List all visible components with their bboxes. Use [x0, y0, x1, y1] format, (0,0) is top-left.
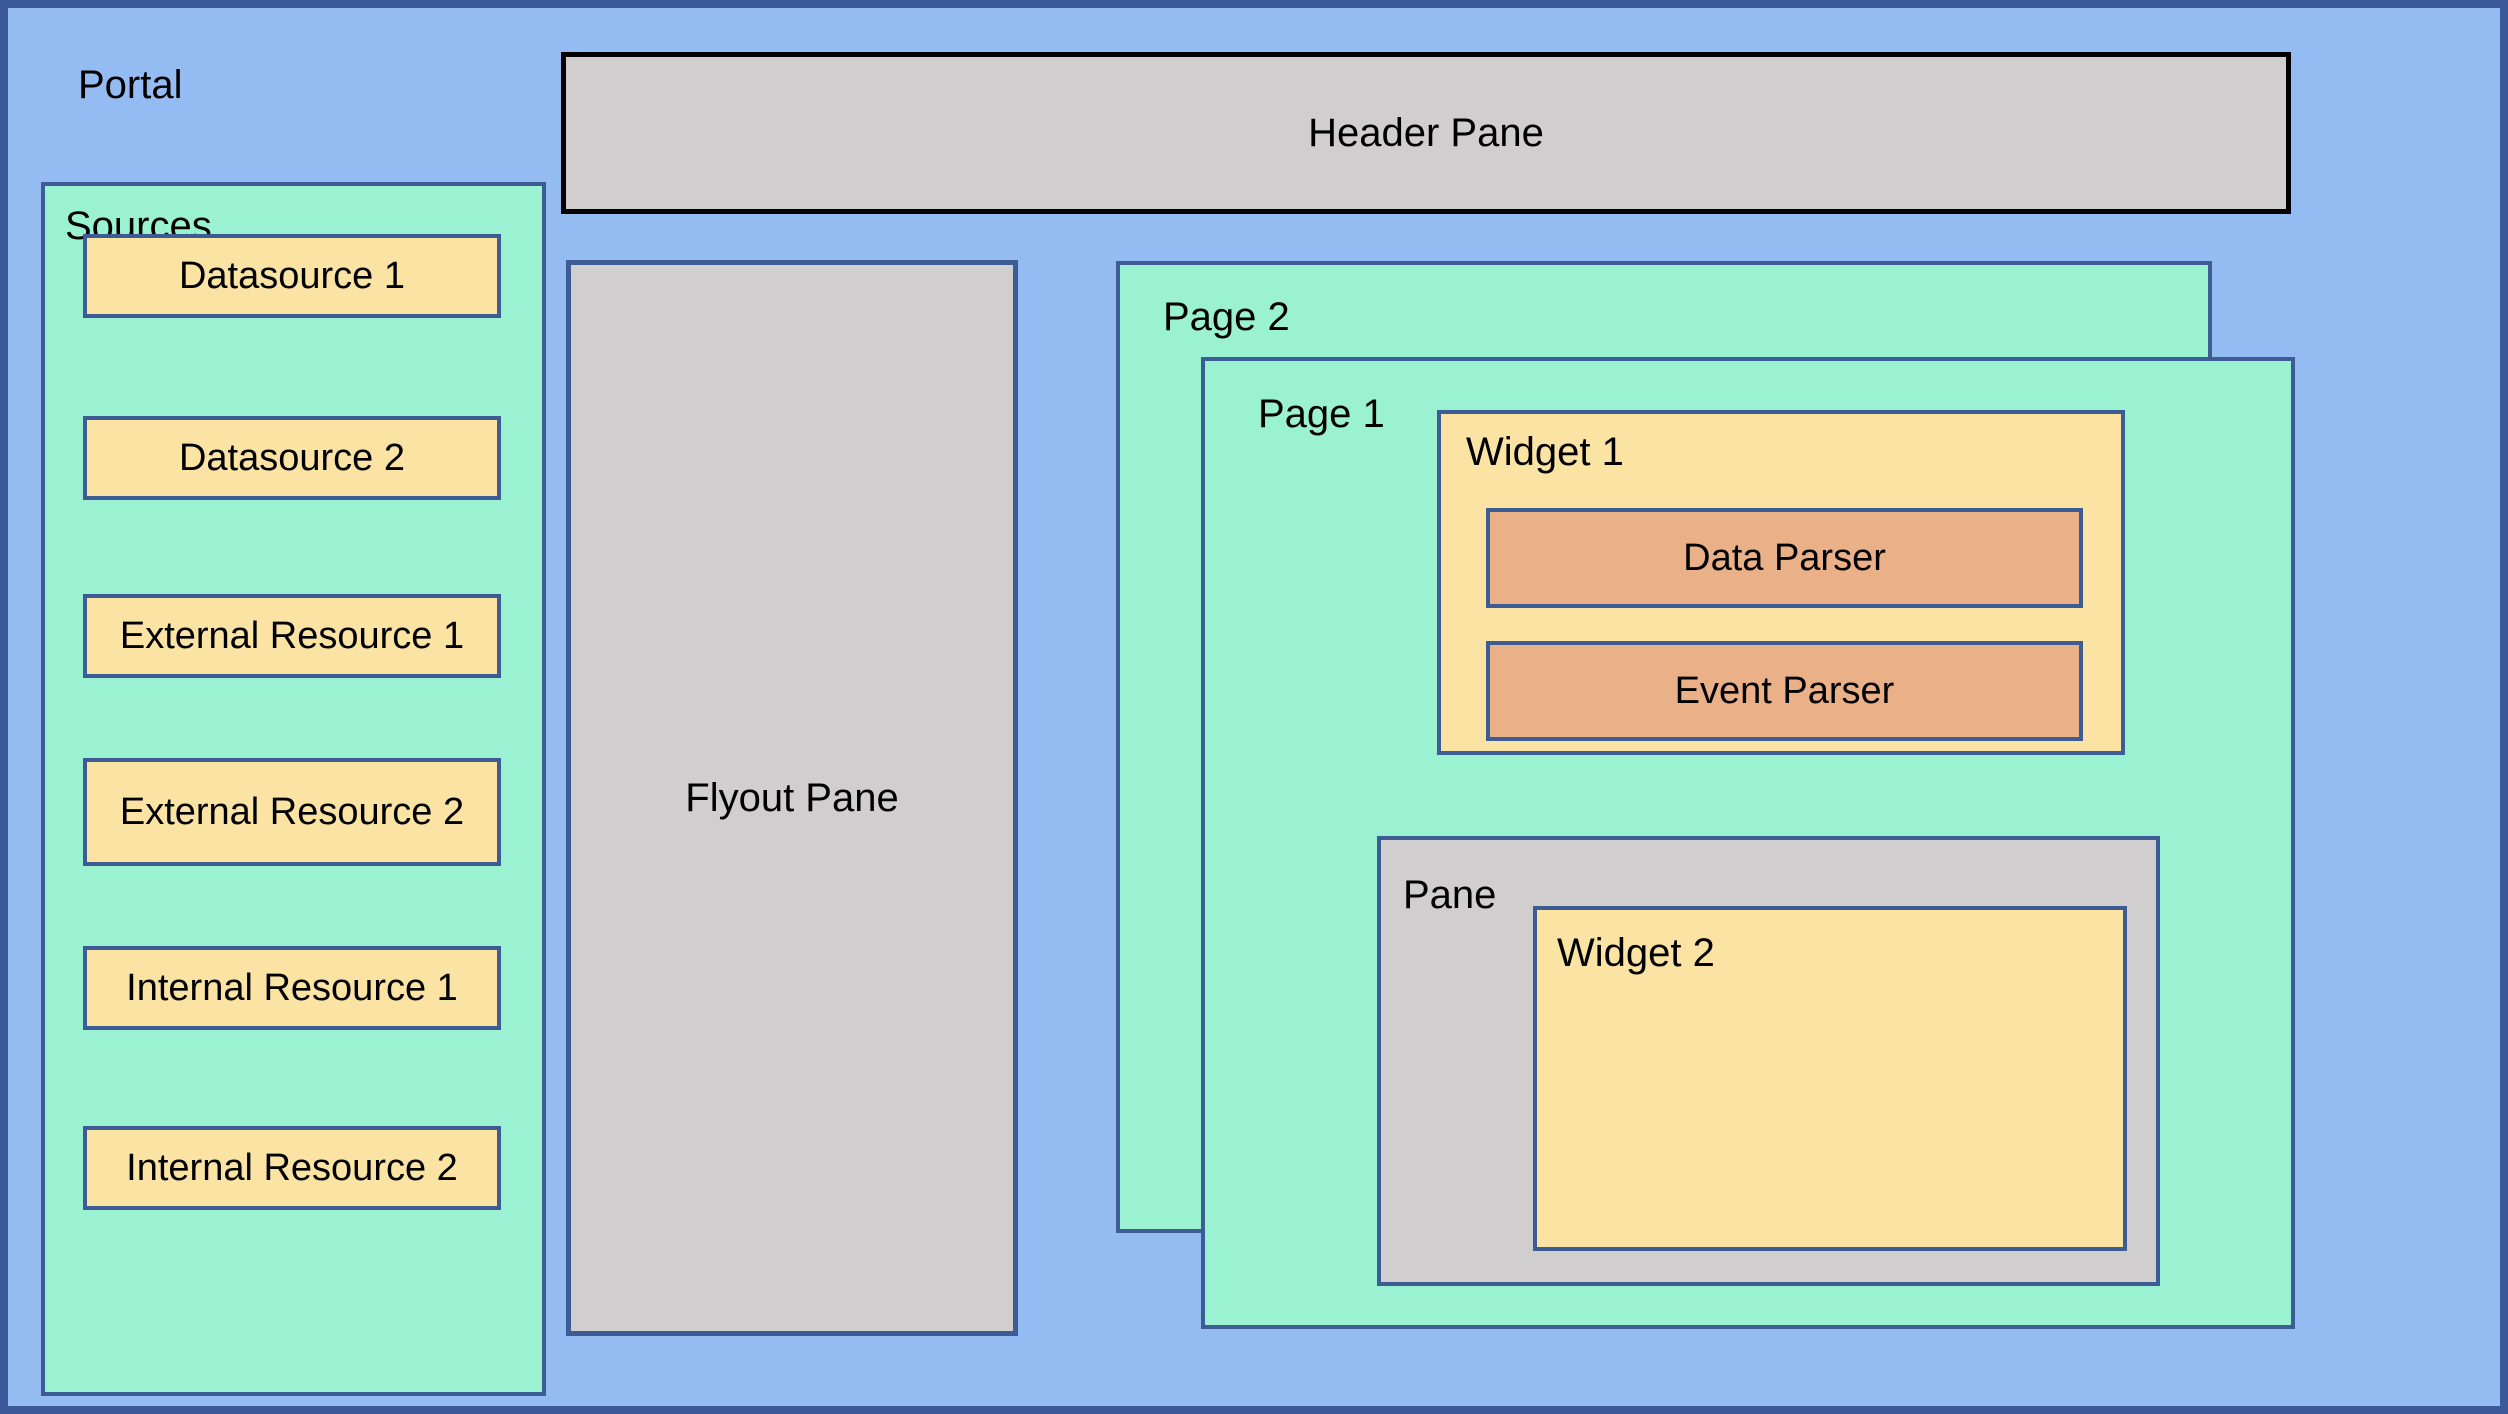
- flyout-pane: Flyout Pane: [566, 260, 1018, 1336]
- widget-2-container: Widget 2: [1533, 906, 2127, 1251]
- page-2-title: Page 2: [1163, 295, 1290, 339]
- widget-2-title: Widget 2: [1557, 931, 1715, 975]
- widget-1-container: Widget 1 Data Parser Event Parser: [1437, 410, 2125, 755]
- pane-title: Pane: [1403, 873, 1497, 917]
- source-item-external-resource-1[interactable]: External Resource 1: [83, 594, 501, 678]
- sources-container: Sources Datasource 1 Datasource 2 Extern…: [41, 182, 546, 1396]
- event-parser-box: Event Parser: [1486, 641, 2083, 741]
- header-pane: Header Pane: [561, 52, 2291, 214]
- source-item-datasource-1[interactable]: Datasource 1: [83, 234, 501, 318]
- portal-title: Portal: [78, 63, 183, 107]
- source-item-internal-resource-2[interactable]: Internal Resource 2: [83, 1126, 501, 1210]
- page-1-title: Page 1: [1258, 392, 1385, 436]
- source-item-datasource-2[interactable]: Datasource 2: [83, 416, 501, 500]
- source-item-external-resource-2[interactable]: External Resource 2: [83, 758, 501, 866]
- pane-container: Pane Widget 2: [1377, 836, 2160, 1286]
- widget-1-title: Widget 1: [1466, 430, 1624, 474]
- page-1-container: Page 1 Widget 1 Data Parser Event Parser…: [1201, 357, 2295, 1329]
- data-parser-box: Data Parser: [1486, 508, 2083, 608]
- source-item-internal-resource-1[interactable]: Internal Resource 1: [83, 946, 501, 1030]
